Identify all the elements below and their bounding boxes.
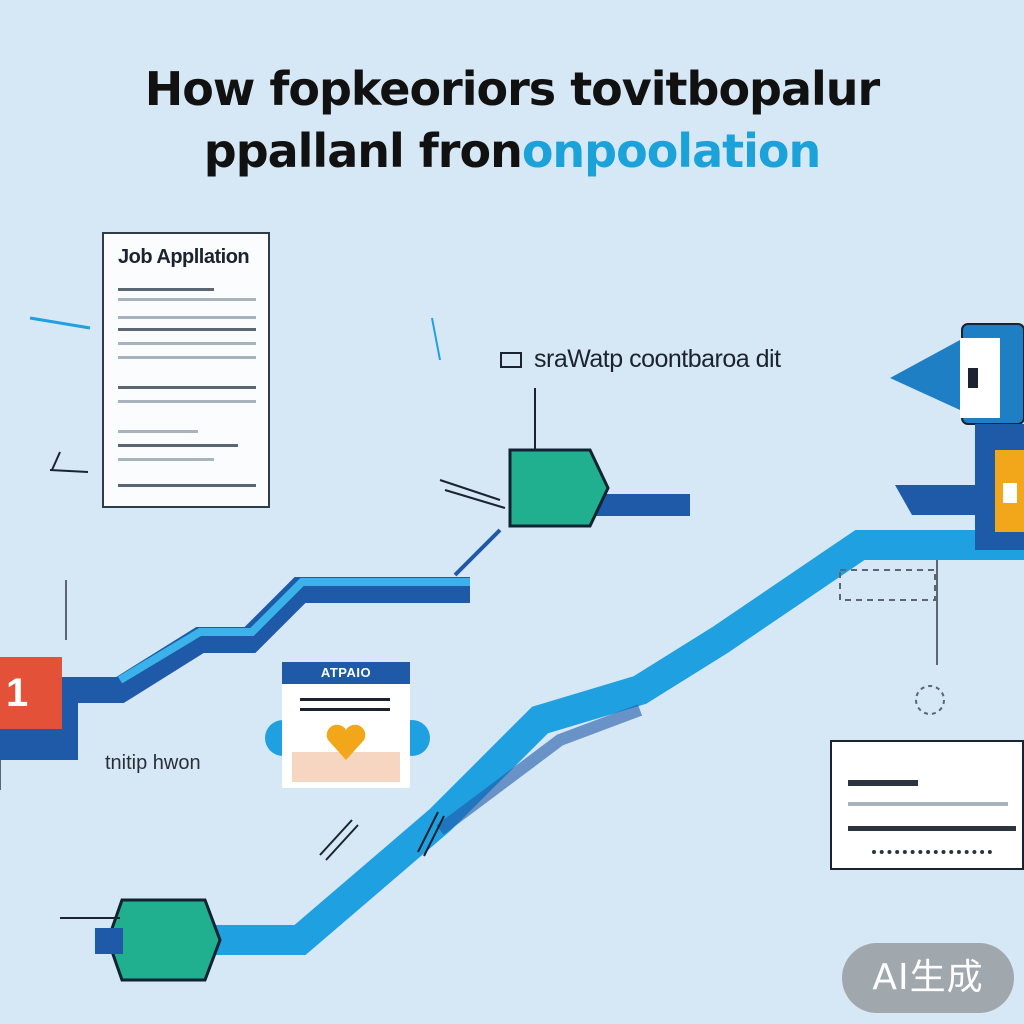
sketch-lines-mid — [439, 479, 506, 509]
wallet-icon — [895, 440, 1024, 550]
route-dark-highlight — [117, 578, 470, 684]
sketch-mark-arrow — [49, 451, 89, 473]
document-title: Job Appllation — [118, 246, 250, 268]
sketch-signal — [839, 569, 936, 601]
title-line-2-main: ppallanl fron — [203, 124, 523, 178]
offer-line — [300, 698, 390, 701]
connector-line — [453, 528, 502, 577]
offer-card: ATPAIO — [282, 662, 410, 788]
step-footnote: tnitip hwon — [105, 752, 201, 774]
offer-banner: ATPAIO — [282, 662, 410, 684]
document-line — [118, 316, 256, 319]
result-line — [848, 826, 1016, 831]
teal-step-marker — [508, 448, 610, 528]
document-line — [118, 444, 238, 447]
result-card — [830, 740, 1024, 870]
title-line-2: ppallanl frononpoolation — [0, 120, 1024, 182]
window-icon — [500, 352, 522, 368]
heart-icon — [326, 724, 366, 760]
job-application-document: Job Appllation — [102, 232, 270, 508]
wait-step-text: sraWatp coontbaroa dit — [534, 345, 781, 373]
title-line-2-accent: onpoolation — [521, 124, 821, 178]
document-line — [118, 430, 198, 433]
document-line — [118, 386, 256, 389]
document-line — [118, 400, 256, 403]
ai-generated-badge: AI生成 — [842, 943, 1014, 1013]
result-line — [848, 780, 918, 786]
tablet-icon — [890, 323, 1024, 454]
route-light-shadow — [436, 704, 643, 835]
page-title: How fopkeoriors tovitbopalur ppallanl fr… — [0, 58, 1024, 182]
teal-start-marker — [106, 898, 222, 982]
offer-line — [300, 708, 390, 711]
sketch-mark-top — [431, 317, 441, 361]
step-number-badge: 1 — [0, 657, 62, 729]
document-line — [118, 342, 256, 345]
document-line — [118, 328, 256, 331]
document-line — [118, 484, 256, 487]
document-line — [118, 458, 214, 461]
route-dark — [40, 577, 470, 703]
document-line — [118, 288, 214, 291]
document-line — [118, 298, 256, 301]
title-line-1: How fopkeoriors tovitbopalur — [144, 62, 880, 116]
document-line — [118, 356, 256, 359]
route-light — [190, 530, 1024, 955]
result-dots — [872, 850, 992, 858]
sketch-circle — [915, 685, 945, 715]
sketch-lines-lower — [319, 811, 445, 861]
sketch-mark-left — [29, 316, 91, 330]
wait-step-label: sraWatp coontbaroa dit — [500, 345, 781, 374]
result-line — [848, 802, 1008, 806]
